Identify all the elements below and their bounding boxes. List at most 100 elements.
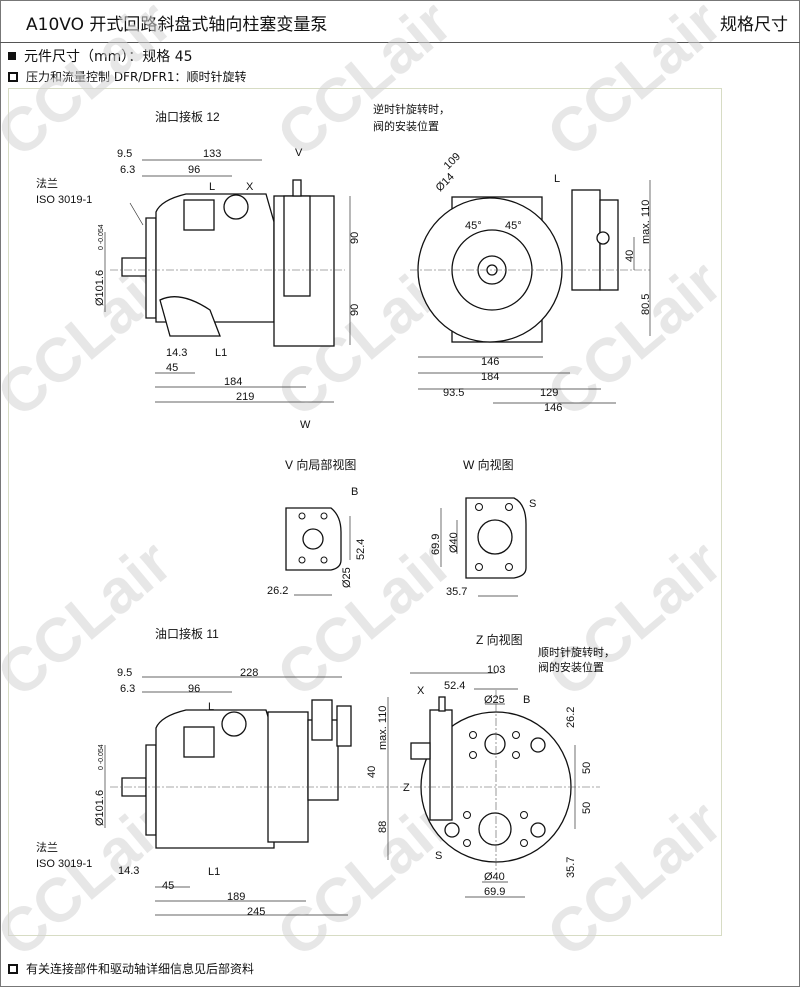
dim-diameter-40: Ø40 [484, 871, 505, 883]
dim-14-3: 14.3 [166, 347, 187, 359]
side-view-port-plate-11: 油口接板 11 9.5 228 6.3 96 L max. 110 40 88 … [36, 626, 410, 918]
dim-52-4: 52.4 [355, 539, 367, 560]
dim-69-9: 69.9 [430, 534, 442, 555]
dim-35-7: 35.7 [446, 586, 467, 598]
port-z-label: Z [403, 782, 410, 794]
dim-diameter-101-6: Ø101.6 [94, 790, 106, 826]
dim-14-3: 14.3 [118, 865, 139, 877]
dim-189: 189 [227, 891, 245, 903]
dim-max-110: max. 110 [640, 200, 652, 244]
heading: 元件尺寸（mm）：规格 45 [8, 46, 193, 66]
dim-diameter-25: Ø25 [341, 567, 353, 588]
view-z: Z 向视图 顺时针旋转时， 阀的安装位置 103 52.4 X Ø25 B 26… [400, 632, 615, 898]
dim-129: 129 [540, 387, 558, 399]
dim-diameter-101-6: Ø101.6 [94, 270, 106, 306]
dim-146: 146 [481, 356, 499, 368]
dim-184: 184 [481, 371, 499, 383]
view-title: 油口接板 12 [155, 109, 220, 124]
document-title: A10VO 开式回路斜盘式轴向柱塞变量泵 [26, 15, 328, 35]
dim-93-5: 93.5 [443, 387, 464, 399]
view-w: W 向视图 S 69.9 Ø40 35.7 [430, 457, 536, 598]
watermark: CCLair [535, 0, 735, 171]
note-line: 阀的安装位置 [373, 119, 439, 133]
open-square-bullet-icon [8, 963, 18, 974]
port-b-label: B [523, 694, 530, 706]
port-x-label: X [246, 181, 254, 193]
dim-40: 40 [366, 766, 378, 778]
dim-103: 103 [487, 664, 505, 676]
dim-26-2: 26.2 [267, 585, 288, 597]
port-s-label: S [435, 850, 442, 862]
dim-40: 40 [624, 250, 636, 262]
watermark: CCLair [0, 527, 185, 711]
dim-9-5: 9.5 [117, 667, 132, 679]
dim-109: 109 [442, 151, 463, 172]
port-s-label: S [529, 498, 536, 510]
section-label: 规格尺寸 [720, 15, 788, 35]
drawing-frame [8, 88, 722, 936]
port-l-label: L [209, 181, 215, 193]
dim-diameter-25: Ø25 [484, 694, 505, 706]
dim-45: 45 [166, 362, 178, 374]
view-title: Z 向视图 [476, 632, 523, 647]
port-x-label: X [417, 685, 425, 697]
dim-245: 245 [247, 906, 265, 918]
port-w-label: W [300, 419, 311, 431]
dim-69-9: 69.9 [484, 886, 505, 898]
view-title: V 向局部视图 [285, 457, 356, 472]
dim-90: 90 [349, 232, 361, 244]
port-l-label: L [554, 173, 560, 185]
flange-label: 法兰 [36, 840, 58, 854]
port-v-label: V [295, 147, 303, 159]
footer-note-text: 有关连接部件和驱动轴详细信息见后部资料 [26, 962, 255, 976]
dim-26-2: 26.2 [565, 707, 577, 728]
dim-50: 50 [581, 802, 593, 814]
port-b-label: B [351, 486, 358, 498]
dim-diameter-14: Ø14 [434, 171, 457, 194]
dim-228: 228 [240, 667, 258, 679]
watermark: CCLair [265, 0, 465, 171]
view-title: 油口接板 11 [155, 626, 219, 641]
flange-standard: ISO 3019-1 [36, 194, 92, 206]
note-line: 逆时针旋转时， [373, 102, 450, 116]
dim-90: 90 [349, 304, 361, 316]
port-l-label: L [208, 701, 214, 713]
dim-88: 88 [377, 821, 389, 833]
port-l1-label: L1 [208, 866, 220, 878]
dim-219: 219 [236, 391, 254, 403]
dim-6-3: 6.3 [120, 683, 135, 695]
dim-tolerance: 0 -0.054 [98, 224, 105, 250]
dim-35-7: 35.7 [565, 857, 577, 878]
angle-45: 45° [505, 220, 522, 232]
dim-96: 96 [188, 164, 200, 176]
dim-9-5: 9.5 [117, 148, 132, 160]
dim-tolerance: 0 -0.054 [98, 744, 105, 770]
note-line: 阀的安装位置 [538, 660, 604, 674]
dim-184: 184 [224, 376, 242, 388]
side-view-port-plate-12: 油口接板 12 9.5 133 6.3 96 V L X 法兰 ISO 3019… [36, 109, 361, 431]
dim-max-110: max. 110 [377, 706, 389, 750]
note-line: 顺时针旋转时， [538, 645, 615, 659]
view-title: W 向视图 [463, 457, 514, 472]
dim-45: 45 [162, 880, 174, 892]
dim-146: 146 [544, 402, 562, 414]
dim-50: 50 [581, 762, 593, 774]
flange-standard: ISO 3019-1 [36, 858, 92, 870]
open-square-bullet-icon [8, 71, 18, 82]
footer-note: 有关连接部件和驱动轴详细信息见后部资料 [8, 960, 254, 977]
flange-label: 法兰 [36, 176, 58, 190]
watermarks: CCLair CCLair CCLair CCLair CCLair CCLai… [0, 0, 735, 971]
dim-52-4: 52.4 [444, 680, 465, 692]
header: A10VO 开式回路斜盘式轴向柱塞变量泵 规格尺寸 [0, 0, 800, 43]
watermark: CCLair [535, 527, 735, 711]
filled-square-bullet-icon [8, 52, 16, 60]
dim-6-3: 6.3 [120, 164, 135, 176]
view-v-detail: V 向局部视图 B 52.4 Ø25 26.2 [267, 457, 367, 597]
dim-diameter-40: Ø40 [448, 532, 460, 553]
heading-text: 元件尺寸（mm）：规格 45 [24, 49, 193, 65]
dim-96: 96 [188, 683, 200, 695]
angle-45: 45° [465, 220, 482, 232]
watermark: CCLair [0, 0, 185, 171]
dim-133: 133 [203, 148, 221, 160]
